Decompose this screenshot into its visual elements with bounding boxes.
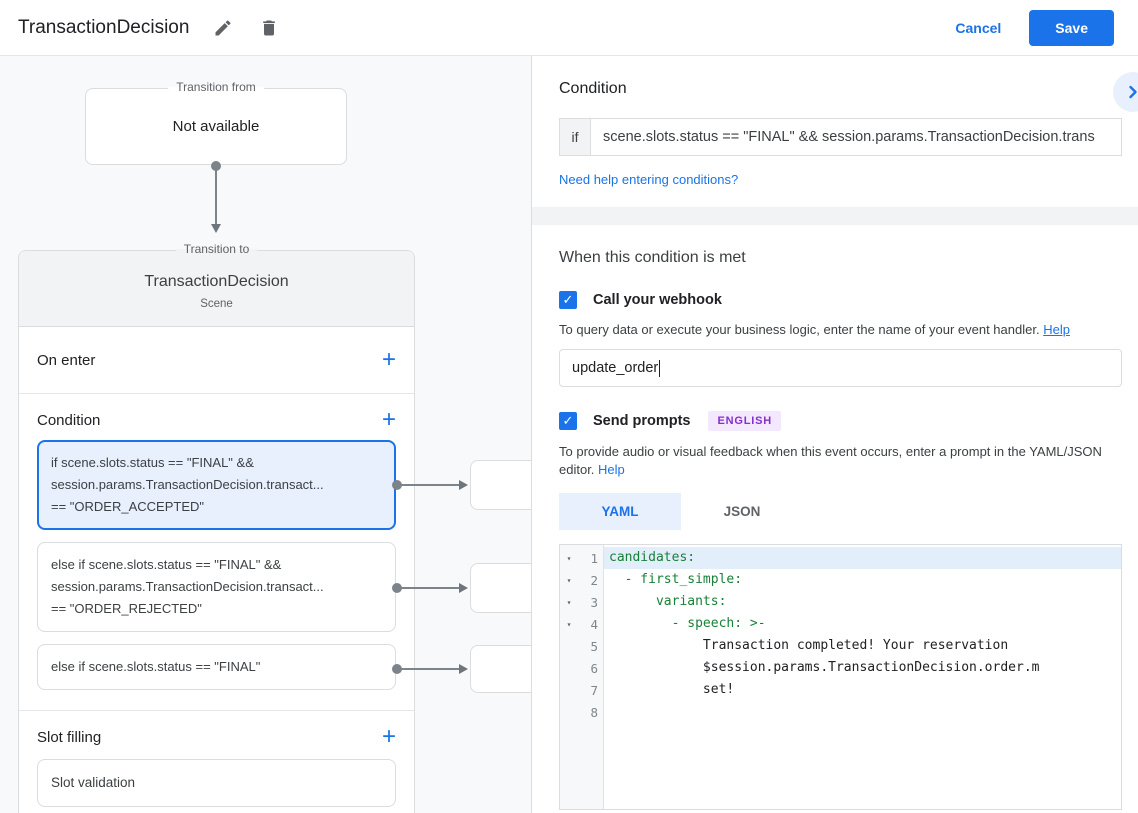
condition-detail-panel: Condition if Need help entering conditio… [531, 56, 1138, 813]
arrow-right-icon [459, 480, 468, 490]
arrow-down-icon [211, 224, 221, 233]
line-number: 3 [590, 594, 598, 610]
editor-line[interactable]: variants: [655, 594, 727, 609]
on-enter-section: On enter + [19, 327, 414, 394]
on-enter-label: On enter [37, 351, 96, 369]
edit-scene-button[interactable] [211, 16, 235, 40]
condition-editor-section: Condition if Need help entering conditio… [532, 56, 1138, 207]
editor-line[interactable] [604, 701, 1121, 723]
line-number: 6 [590, 660, 598, 676]
transition-from-status: Not available [172, 118, 260, 135]
arrow-right-icon [459, 583, 468, 593]
cancel-button[interactable]: Cancel [955, 19, 1002, 36]
pencil-icon [215, 19, 231, 35]
line-number: 2 [590, 572, 598, 588]
scene-header: TransactionDecision Scene [19, 251, 414, 327]
transition-target-node[interactable] [470, 563, 531, 613]
transition-to-box: Transition to TransactionDecision Scene … [18, 242, 415, 813]
page-title: TransactionDecision [18, 16, 190, 38]
line-number: 1 [590, 550, 598, 566]
delete-scene-button[interactable] [257, 16, 281, 40]
prompt-code-editor[interactable]: ▾ 1 ▾ 2 ▾ 3 ▾ 4 5 6 7 8 candidates: - first_simple:… [559, 544, 1122, 810]
tab-yaml[interactable]: YAML [559, 493, 681, 530]
fold-toggle-icon[interactable]: ▾ [566, 597, 572, 607]
editor-line[interactable]: Transaction completed! Your reservation [609, 638, 1009, 653]
editor-code: candidates: - first_simple: variants: - … [604, 545, 1121, 809]
slot-validation-card[interactable]: Slot validation [37, 759, 396, 807]
trash-icon [263, 20, 276, 35]
fold-toggle-icon[interactable]: ▾ [566, 575, 572, 585]
tab-json[interactable]: JSON [681, 493, 803, 530]
flow-canvas: Transition from Not available Transition… [0, 56, 531, 813]
line-number: 7 [590, 682, 598, 698]
add-condition-button[interactable]: + [381, 406, 396, 433]
condition-section-label: Condition [37, 411, 101, 429]
conditions-help-link[interactable]: Need help entering conditions? [559, 172, 739, 187]
transition-target-node[interactable] [470, 460, 531, 510]
event-handler-value: update_order [572, 360, 659, 376]
prompts-description: To provide audio or visual feedback when… [559, 444, 1102, 477]
chevron-right-icon [1129, 85, 1137, 99]
condition-card[interactable]: if scene.slots.status == "FINAL" && sess… [37, 440, 396, 530]
editor-gutter: ▾ 1 ▾ 2 ▾ 3 ▾ 4 5 6 7 8 [560, 545, 604, 809]
collapse-panel-button[interactable] [1113, 72, 1138, 112]
fold-toggle-icon[interactable]: ▾ [566, 553, 572, 563]
transition-target-node[interactable] [470, 645, 531, 693]
fold-toggle-icon[interactable]: ▾ [566, 619, 572, 629]
add-on-enter-button[interactable]: + [381, 346, 396, 373]
arrow-right-icon [459, 664, 468, 674]
slot-filling-section: Slot filling + Slot validation [19, 711, 414, 813]
condition-card[interactable]: else if scene.slots.status == "FINAL" &&… [37, 542, 396, 632]
scene-name: TransactionDecision [144, 273, 289, 290]
condition-card-list: if scene.slots.status == "FINAL" && sess… [37, 440, 396, 690]
add-slot-button[interactable]: + [381, 723, 396, 750]
prompts-help-link[interactable]: Help [598, 462, 625, 477]
webhook-description: To query data or execute your business l… [559, 322, 1070, 337]
when-condition-met-section: When this condition is met ✓ Call your w… [532, 225, 1138, 813]
transition-from-box: Transition from Not available [85, 80, 347, 165]
text-cursor [659, 359, 661, 377]
panel-title: Condition [559, 80, 627, 97]
connector-line [397, 668, 459, 670]
line-number: 5 [590, 638, 598, 654]
line-number: 8 [590, 704, 598, 720]
editor-line[interactable]: - first_simple: [624, 572, 743, 587]
event-handler-input[interactable]: update_order [559, 349, 1122, 387]
webhook-help-link[interactable]: Help [1043, 322, 1070, 337]
editor-line[interactable]: candidates: [604, 547, 1121, 569]
transition-from-legend: Transition from [168, 80, 264, 94]
condition-section: Condition + if scene.slots.status == "FI… [19, 394, 414, 711]
if-prefix: if [559, 118, 591, 156]
editor-line[interactable]: set! [609, 682, 735, 697]
scene-type: Scene [200, 298, 233, 310]
send-prompts-label[interactable]: Send prompts [593, 413, 691, 429]
connector-line [397, 484, 459, 486]
save-button[interactable]: Save [1029, 9, 1114, 46]
condition-card[interactable]: else if scene.slots.status == "FINAL" [37, 644, 396, 690]
when-met-title: When this condition is met [559, 249, 746, 266]
editor-format-tabs: YAML JSON [559, 493, 1122, 530]
language-badge: ENGLISH [708, 411, 781, 431]
line-number: 4 [590, 616, 598, 632]
condition-expression-input[interactable] [590, 118, 1122, 156]
section-divider [532, 207, 1138, 225]
editor-line[interactable]: - speech: >- [671, 616, 766, 631]
connector-line [397, 587, 459, 589]
slot-filling-label: Slot filling [37, 728, 102, 746]
editor-line[interactable]: $session.params.TransactionDecision.orde… [609, 660, 1040, 675]
top-bar: TransactionDecision Cancel Save [0, 0, 1138, 56]
connector-line [215, 166, 217, 224]
webhook-label[interactable]: Call your webhook [593, 292, 722, 308]
transition-to-legend: Transition to [175, 242, 258, 256]
send-prompts-checkbox[interactable]: ✓ [559, 412, 577, 430]
webhook-checkbox[interactable]: ✓ [559, 291, 577, 309]
